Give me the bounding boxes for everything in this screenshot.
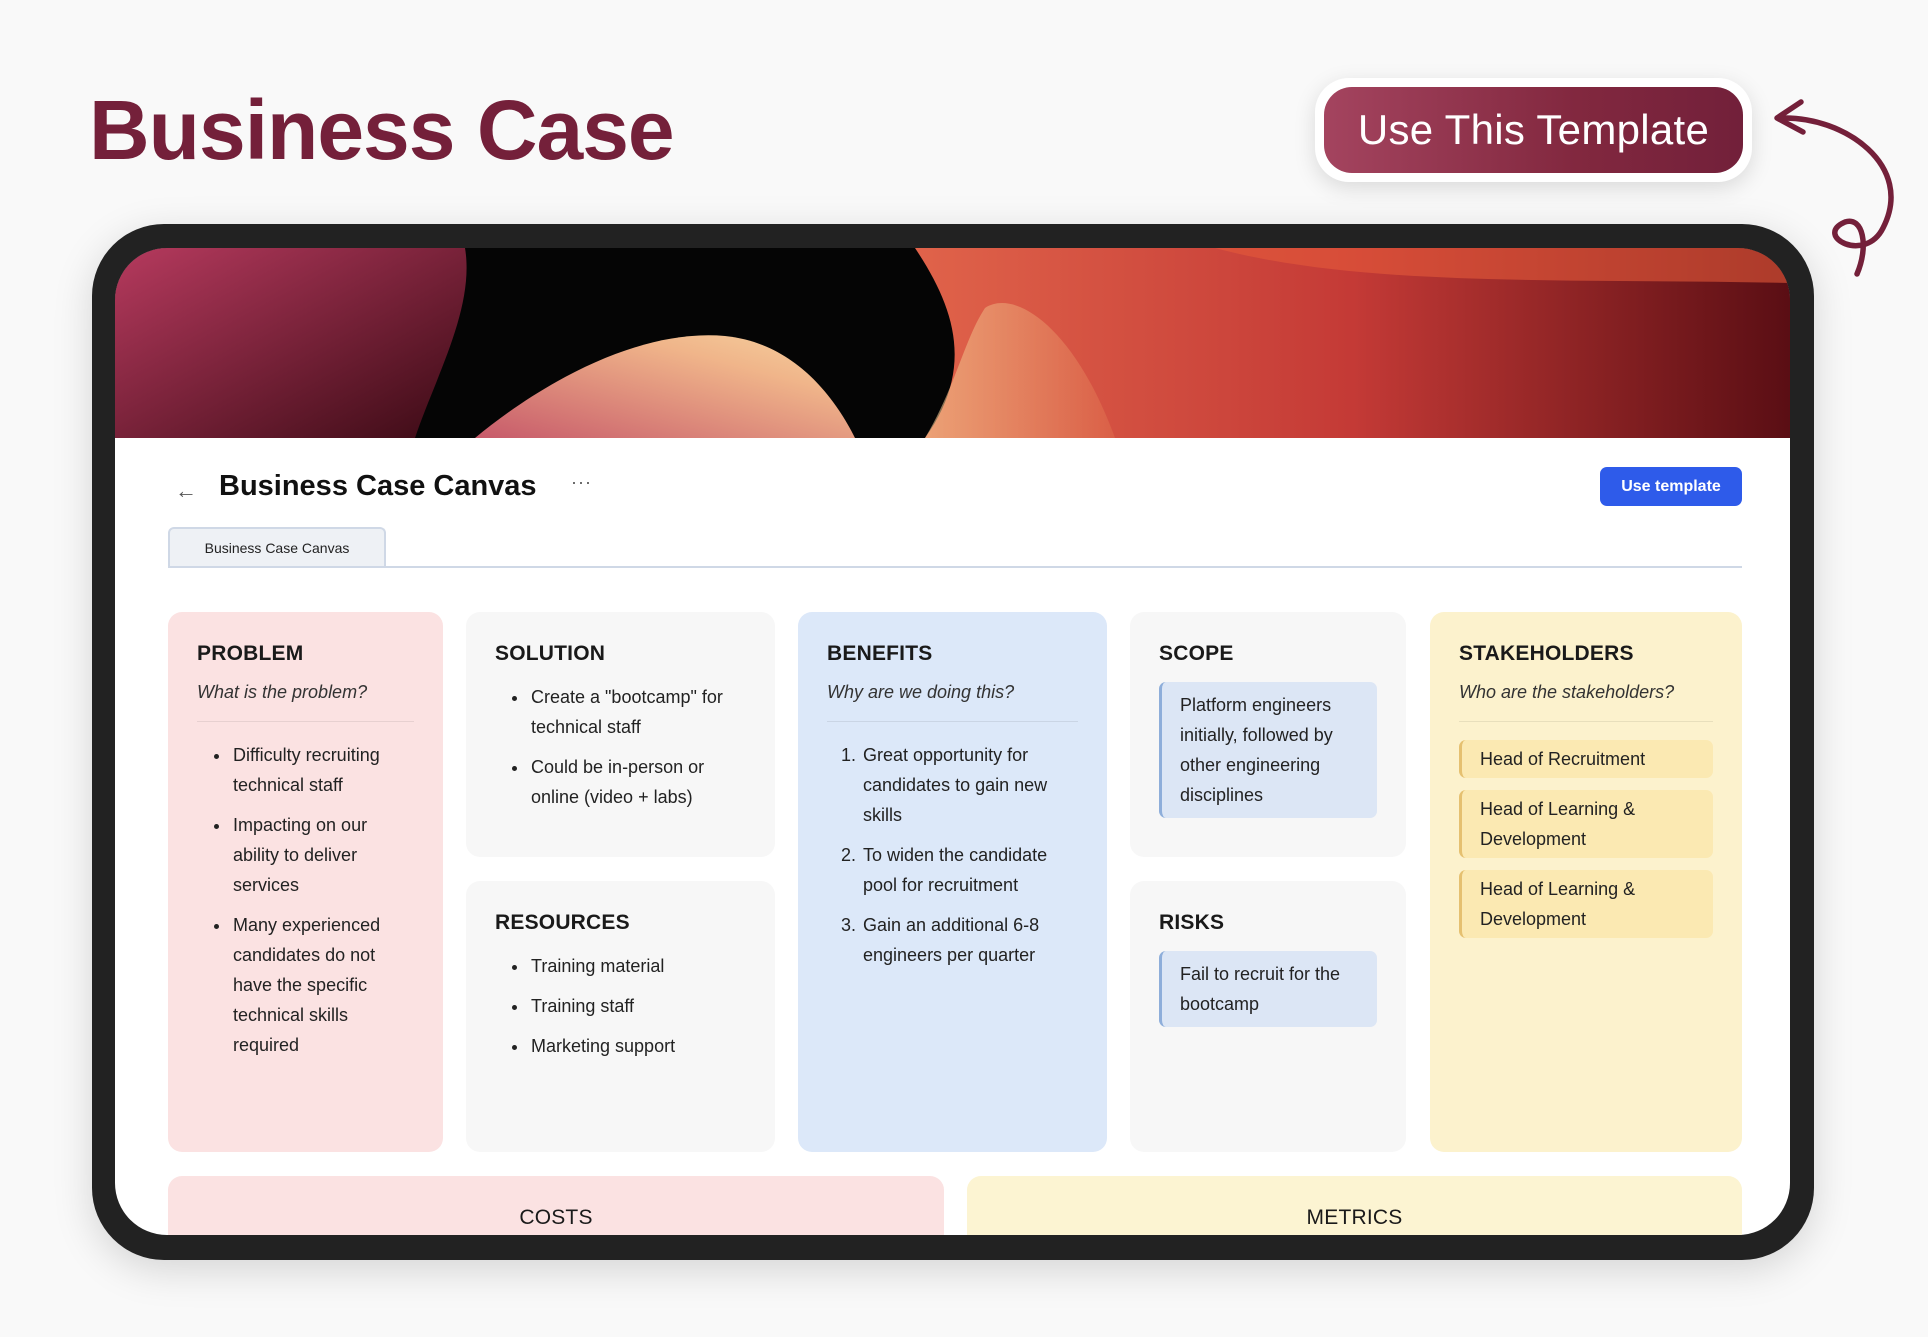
problem-title: PROBLEM	[197, 642, 304, 665]
costs-title: COSTS	[519, 1206, 593, 1229]
list-item: Could be in-person or online (video + la…	[529, 752, 746, 812]
resources-card[interactable]: RESOURCES Training material Training sta…	[466, 881, 775, 1152]
risks-title: RISKS	[1159, 911, 1225, 934]
scope-note[interactable]: Platform engineers initially, followed b…	[1159, 682, 1377, 818]
problem-list: Difficulty recruiting technical staff Im…	[197, 740, 414, 1060]
stakeholder-note[interactable]: Head of Learning & Development	[1459, 790, 1713, 858]
list-item: Gain an additional 6-8 engineers per qua…	[861, 910, 1078, 970]
hero-title: Business Case	[89, 83, 675, 177]
tab-business-case-canvas[interactable]: Business Case Canvas	[168, 527, 386, 567]
stakeholder-note[interactable]: Head of Recruitment	[1459, 740, 1713, 778]
problem-subtitle: What is the problem?	[197, 682, 414, 722]
benefits-card[interactable]: BENEFITS Why are we doing this? Great op…	[798, 612, 1107, 1152]
curved-arrow-icon	[1774, 99, 1894, 277]
benefits-subtitle: Why are we doing this?	[827, 682, 1078, 722]
list-item: Impacting on our ability to deliver serv…	[231, 810, 414, 900]
stakeholders-title: STAKEHOLDERS	[1459, 642, 1634, 665]
solution-card[interactable]: SOLUTION Create a "bootcamp" for technic…	[466, 612, 775, 857]
resources-title: RESOURCES	[495, 911, 630, 934]
arrow-left-icon[interactable]: ←	[175, 478, 197, 503]
stakeholders-subtitle: Who are the stakeholders?	[1459, 682, 1713, 722]
tab-divider	[168, 566, 1742, 568]
list-item: Training material	[529, 951, 746, 981]
tablet-frame: ← Business Case Canvas ··· Use template …	[92, 224, 1814, 1260]
list-item: Create a "bootcamp" for technical staff	[529, 682, 746, 742]
scope-title: SCOPE	[1159, 642, 1234, 665]
list-item: Marketing support	[529, 1031, 746, 1061]
scope-card[interactable]: SCOPE Platform engineers initially, foll…	[1130, 612, 1406, 857]
stakeholder-note[interactable]: Head of Learning & Development	[1459, 870, 1713, 938]
tablet-screen: ← Business Case Canvas ··· Use template …	[115, 248, 1790, 1235]
costs-card[interactable]: COSTS	[168, 1176, 944, 1235]
benefits-list: Great opportunity for candidates to gain…	[827, 740, 1078, 970]
more-options-icon[interactable]: ···	[571, 472, 592, 492]
list-item: To widen the candidate pool for recruitm…	[861, 840, 1078, 900]
use-this-template-button[interactable]: Use This Template	[1324, 87, 1743, 173]
metrics-card[interactable]: METRICS	[967, 1176, 1742, 1235]
problem-card[interactable]: PROBLEM What is the problem? Difficulty …	[168, 612, 443, 1152]
list-item: Training staff	[529, 991, 746, 1021]
list-item: Difficulty recruiting technical staff	[231, 740, 414, 800]
solution-title: SOLUTION	[495, 642, 606, 665]
metrics-title: METRICS	[1306, 1206, 1403, 1229]
resources-list: Training material Training staff Marketi…	[495, 951, 746, 1061]
risks-note[interactable]: Fail to recruit for the bootcamp	[1159, 951, 1377, 1027]
solution-list: Create a "bootcamp" for technical staff …	[495, 682, 746, 812]
canvas-title: Business Case Canvas	[219, 470, 537, 502]
risks-card[interactable]: RISKS Fail to recruit for the bootcamp	[1130, 881, 1406, 1152]
use-template-button[interactable]: Use template	[1600, 467, 1742, 506]
benefits-title: BENEFITS	[827, 642, 933, 665]
banner-image	[115, 248, 1790, 438]
stakeholders-card[interactable]: STAKEHOLDERS Who are the stakeholders? H…	[1430, 612, 1742, 1152]
cta-wrapper: Use This Template	[1315, 78, 1752, 182]
list-item: Many experienced candidates do not have …	[231, 910, 414, 1060]
list-item: Great opportunity for candidates to gain…	[861, 740, 1078, 830]
